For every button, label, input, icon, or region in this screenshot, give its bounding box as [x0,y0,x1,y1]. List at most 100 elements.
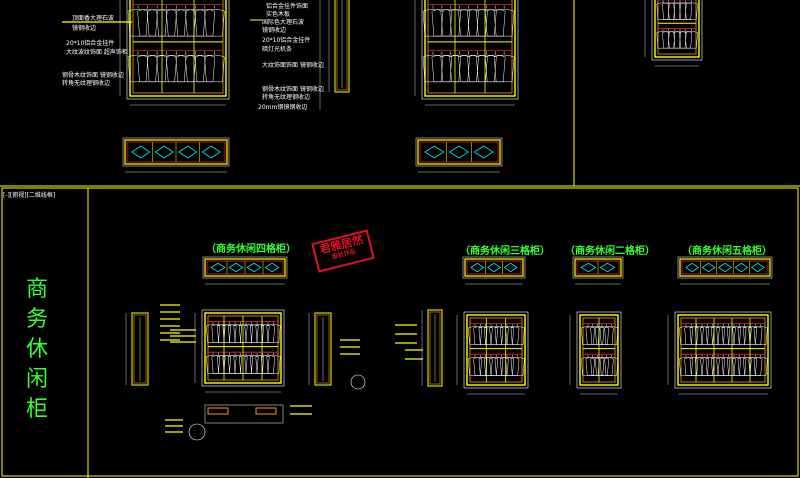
garment-icon [753,324,768,345]
top-plan-right-inner [419,141,499,163]
side-three-inner [429,311,441,385]
category-char: 商 [25,277,48,302]
top-wardrobe-small-inner [657,0,697,55]
top-plan-left-pattern [201,145,221,159]
top-wardrobe-left-frame [129,0,227,97]
side-three-frame [427,309,443,387]
garment-icon [440,5,462,37]
garment-icon [493,5,515,37]
garment-icon [185,5,206,37]
top-side-section-frame [334,0,350,93]
plan-four-pattern [228,262,244,273]
garment-icon [458,51,479,83]
garment-icon [493,51,515,83]
garment-icon [146,5,168,37]
garment-icon [137,5,158,37]
top-wardrobe-right-inner [427,0,513,94]
cabinet-title-three: （商务休闲三格柜） [460,246,550,257]
garment-icon [431,5,453,37]
garment-icon [476,5,497,37]
annotation: 顶面香大理石波 [72,15,115,22]
plan-five-pattern [685,262,700,273]
top-side-section-inner [336,0,348,91]
top-wardrobe-small-frame [654,0,700,58]
plan-two-outer [572,256,624,279]
annotation: 暗灯光机条 [262,46,293,53]
plan-five-frame [679,258,771,277]
annotation: 大纹饰面饰面 镜钢收边 [262,62,324,69]
detail-section-block [207,407,229,415]
elev-four-frame [204,312,282,384]
garment-icon [156,5,177,37]
top-plan-right-pattern [473,145,494,159]
top-plan-right-pattern [448,145,470,159]
garment-icon [165,5,187,37]
top-plan-right-frame [417,139,501,165]
category-char: 休 [25,337,48,362]
annotation: 镜钢收边 [72,25,97,32]
elev-three-outer [463,311,529,389]
plan-five-inner [681,260,769,275]
plan-four-outer [202,256,288,279]
top-plan-left-pattern [131,145,151,159]
garment-icon [467,5,488,37]
garment-icon [194,51,216,83]
plan-three-outer [462,256,526,279]
garment-icon [449,51,470,83]
top-wardrobe-left-inner [132,0,224,94]
garment-icon [604,354,619,376]
top-plan-right-pattern [424,145,445,159]
garment-icon [185,51,206,83]
annotation: 铝合金挂件饰面 [266,3,309,10]
garment-icon [422,5,444,37]
plan-four-pattern [210,262,226,273]
annotation: 钢骨木纹饰面 镜钢收边 [262,86,324,93]
garment-icon [431,51,453,83]
annotation: 转角无纹理钢收边 [62,80,111,87]
category-char: 柜 [25,397,48,422]
annotation: 20*10铝合金挂件 [66,40,115,47]
garment-icon [194,5,216,37]
plan-five-pattern [701,262,716,273]
top-plan-right-outer [415,137,503,167]
garment-icon [467,51,488,83]
top-plan-left-outer [122,137,230,167]
garment-icon [146,51,168,83]
category-title: 商 务 休 闲 柜 [22,275,52,425]
side-four-b-inner [316,314,330,384]
annotation: 钢骨木纹饰面 镜钢收边 [62,72,124,79]
category-char: 闲 [25,367,48,392]
top-wardrobe-right-frame [424,0,516,97]
garment-icon [266,352,281,374]
garment-icon [165,51,187,83]
garment-icon [175,51,197,83]
garment-icon [604,324,619,345]
cabinet-title-two: （商务休闲二格柜） [565,246,655,257]
plan-five-outer [677,256,773,279]
annotation: 转角无纹理钢收边 [262,94,311,101]
garment-icon [449,5,470,37]
side-four-a-inner [133,314,147,384]
garment-icon [156,51,177,83]
side-four-a-frame [131,312,149,386]
garment-icon [684,0,698,20]
detail-callout [350,374,366,390]
viewport-tab-label[interactable]: [-][俯视][二维线框] [3,192,56,199]
annotation: 国际色大理石波 [262,19,305,26]
garment-icon [266,322,281,343]
elev-five-frame [677,314,769,386]
garment-icon [204,5,225,37]
detail-section-frame [204,404,284,424]
plan-four-frame [204,258,286,277]
annotation: 实色木板 [266,11,291,18]
garment-icon [422,51,444,83]
plan-two-frame [574,258,622,277]
garment-icon [440,51,462,83]
garment-icon [458,5,479,37]
garment-icon [476,51,497,83]
plan-four-pattern [264,262,280,273]
garment-icon [753,354,768,376]
cabinet-title-five: （商务休闲五格柜） [682,246,772,257]
